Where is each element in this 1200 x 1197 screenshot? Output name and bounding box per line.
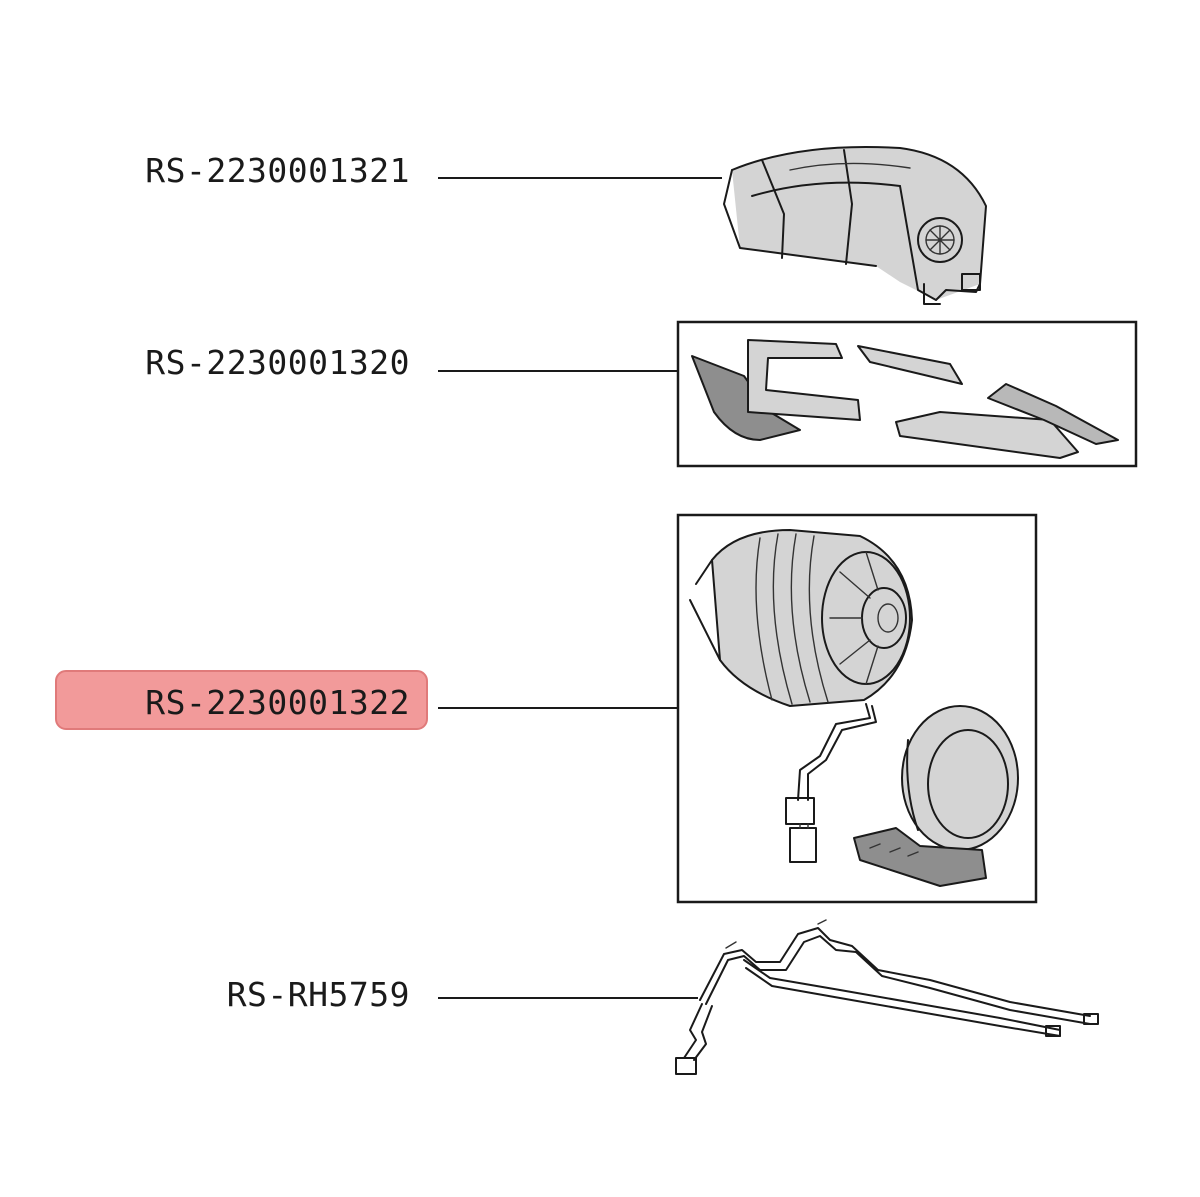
part-frame [676,320,1138,468]
wire-harness-drawing [675,919,1099,1075]
highlight-badge [55,670,428,730]
part-code-label[interactable]: RS-RH5759 [227,975,410,1014]
part-code-label[interactable]: RS-2230001320 [145,343,410,382]
part-trim-pieces: RS-2230001320 [145,320,1138,468]
trim-pieces-drawing [691,339,1119,459]
part-top-cover: RS-2230001321 [145,145,987,305]
part-wire-harness: RS-RH5759 [227,919,1099,1075]
part-code-label[interactable]: RS-2230001321 [145,151,410,190]
part-code-label[interactable]: RS-2230001322 [145,683,410,722]
part-frame [676,513,1038,904]
part-motor-unit: RS-2230001322 [55,513,1038,904]
motor-unit-drawing [689,529,1019,887]
top-cover-drawing [723,145,987,305]
